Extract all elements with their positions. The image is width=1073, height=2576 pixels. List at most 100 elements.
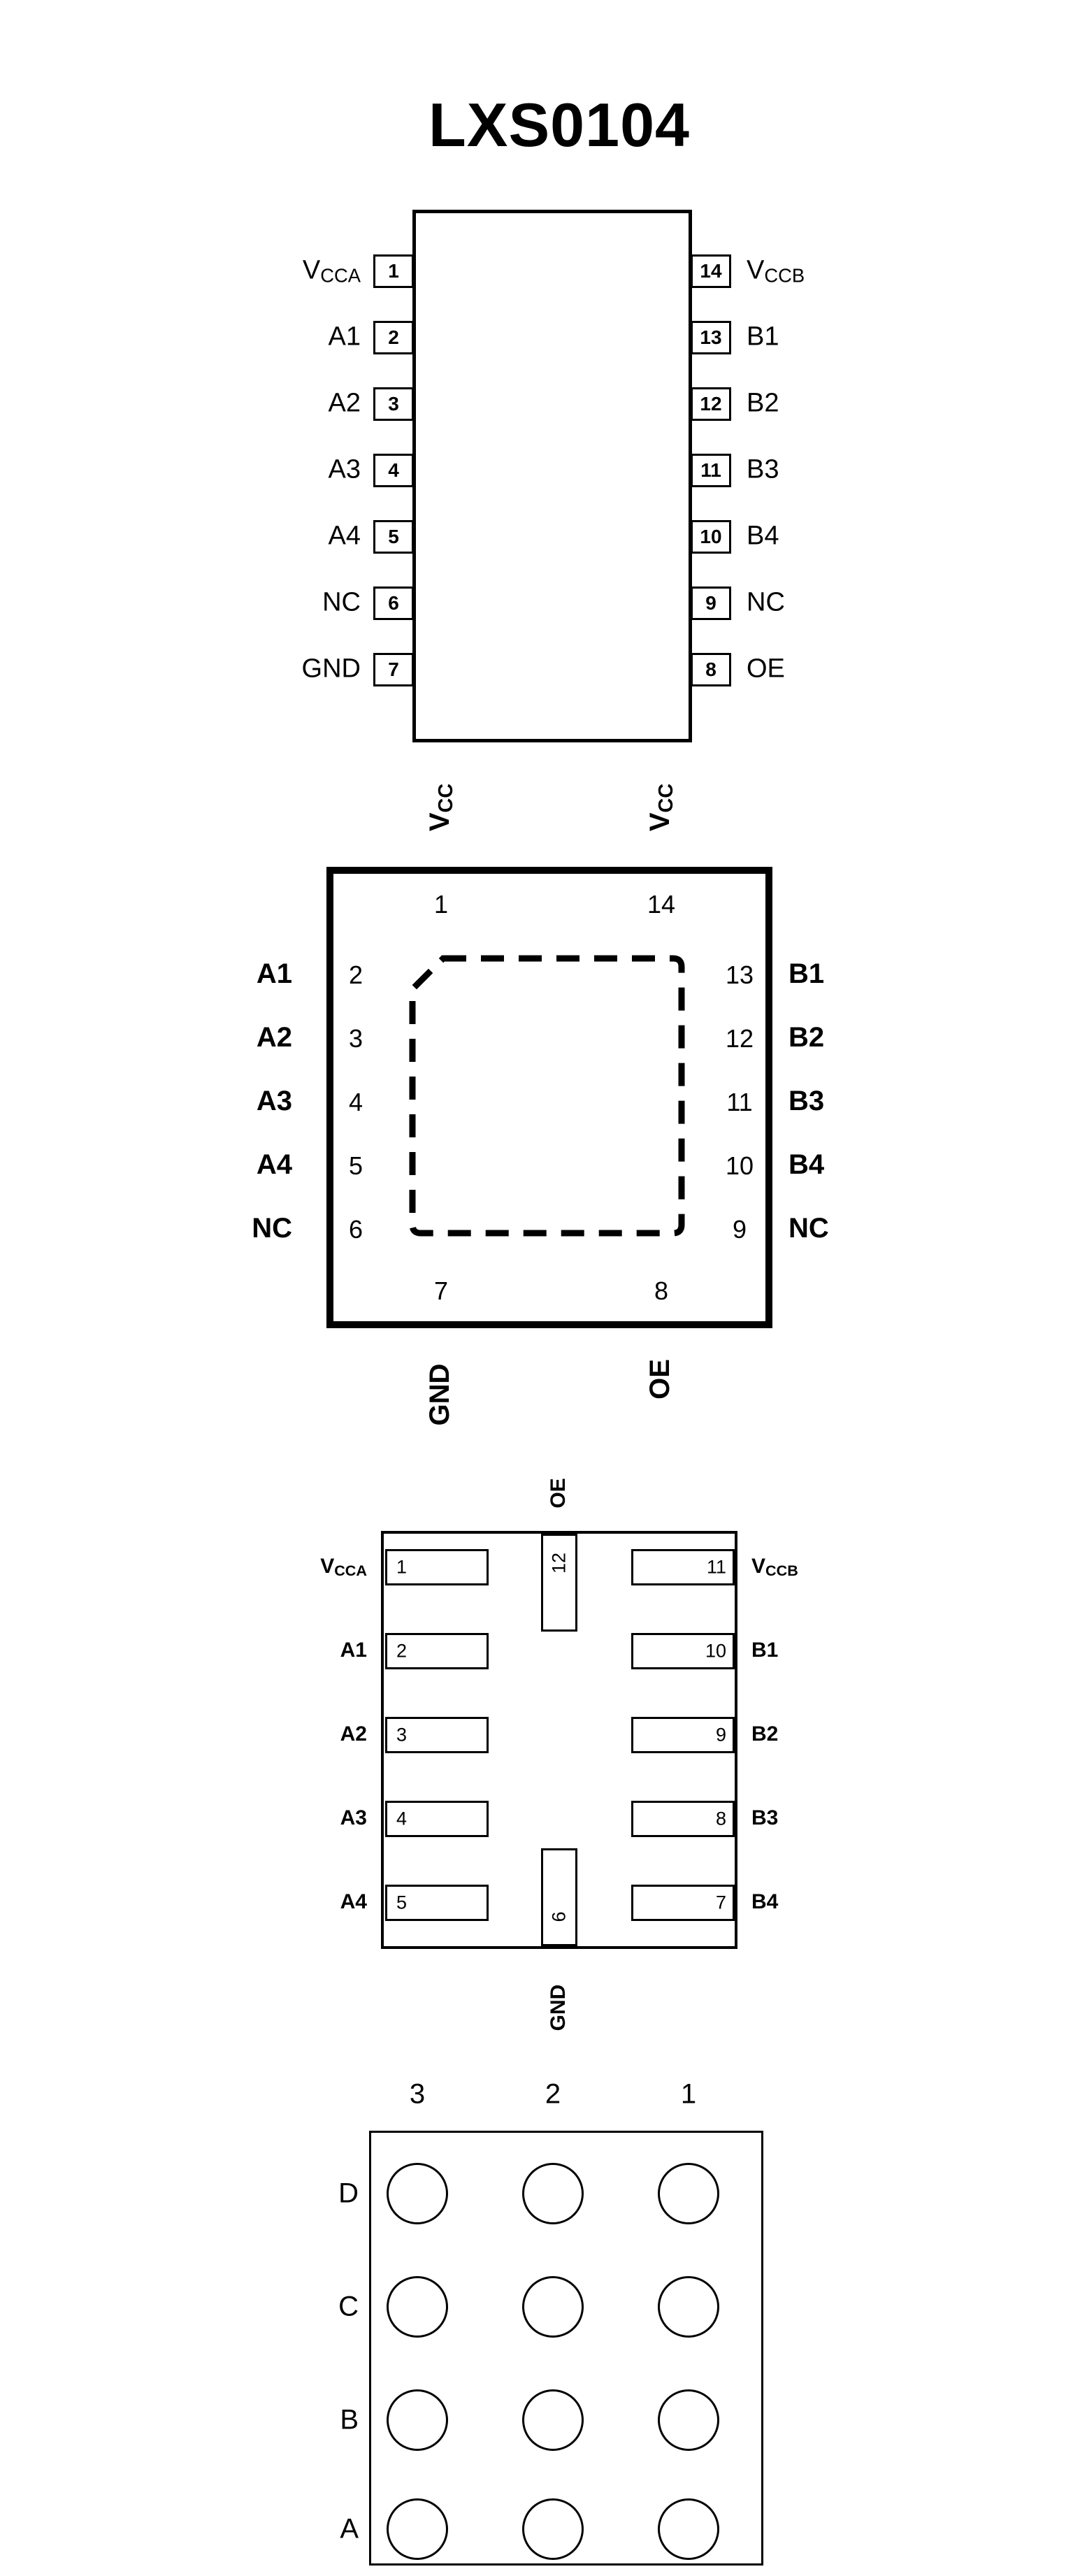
pin-number: 7 <box>433 1276 449 1305</box>
pin-name-base: NC <box>747 587 785 617</box>
qfn-package-body <box>326 867 772 1328</box>
pin-name-base: A2 <box>340 1722 367 1746</box>
pin-pad <box>541 1534 577 1632</box>
pin-number: 10 <box>705 1640 726 1662</box>
pin-name-label: VCC <box>644 784 678 831</box>
pin-name-label: VCCB <box>747 256 805 287</box>
row-label: C <box>338 2291 359 2322</box>
pin-pad <box>631 1885 735 1921</box>
pin-number: 2 <box>348 960 363 989</box>
pin-name-base: V <box>320 1555 335 1578</box>
pin-number: 10 <box>725 1151 754 1180</box>
ball <box>522 2276 584 2338</box>
pin-number-box: 12 <box>691 387 731 421</box>
pin-name-base: B4 <box>751 1890 779 1914</box>
pin-name-label: B2 <box>747 389 779 420</box>
pin-pad <box>541 1848 577 1946</box>
pin-name-sub: CCA <box>320 264 361 287</box>
pin-name-label: A2 <box>257 1022 292 1056</box>
pin-number: 2 <box>396 1640 408 1662</box>
pin-number-box: 3 <box>373 387 414 421</box>
pin-name-label: B2 <box>788 1022 824 1056</box>
pin-name-base: A2 <box>256 1021 292 1053</box>
pin-number: 8 <box>654 1276 669 1305</box>
pin-name-base: B4 <box>788 1149 825 1180</box>
pin-name-base: A3 <box>256 1085 292 1116</box>
son-package-body <box>381 1531 737 1949</box>
column-label: 3 <box>409 2078 426 2110</box>
ball <box>387 2498 448 2560</box>
pin-name-base: A3 <box>340 1806 367 1830</box>
pin-number: 3 <box>396 1724 408 1746</box>
pin-name-label: A2 <box>340 1722 367 1748</box>
pin-name-base: GND <box>424 1363 455 1426</box>
pin-number-box: 13 <box>691 321 731 354</box>
ball <box>387 2163 448 2224</box>
pin-number-box: 10 <box>691 520 731 554</box>
pin-name-label: NC <box>788 1213 829 1246</box>
pin-pad <box>631 1633 735 1669</box>
pin-name-label: A3 <box>329 455 361 487</box>
pin-name-label: VCCA <box>320 1555 367 1580</box>
pin-name-label: A1 <box>329 322 361 354</box>
pin-name-label: B4 <box>747 521 779 553</box>
pin-name-base: A4 <box>328 521 361 551</box>
pin-name-base: B1 <box>747 322 779 352</box>
pin-name-base: B4 <box>747 521 779 551</box>
ball <box>658 2389 719 2451</box>
pin-name-base: B1 <box>788 958 825 989</box>
ball <box>387 2276 448 2338</box>
pin-name-label: B4 <box>788 1149 824 1183</box>
pin-name-label: B3 <box>747 455 779 487</box>
pin-name-base: B3 <box>788 1085 825 1116</box>
pin-name-sub: CCA <box>334 1561 367 1579</box>
pin-name-base: V <box>747 255 765 285</box>
pin-pad <box>385 1801 489 1837</box>
pin-name-base: B2 <box>751 1722 779 1746</box>
pin-name-base: A4 <box>340 1890 367 1914</box>
pin-name-base: V <box>302 255 321 285</box>
pin-pad <box>385 1633 489 1669</box>
pin-number: 11 <box>706 1556 726 1578</box>
pin-name-base: OE <box>644 1359 675 1399</box>
pin-number-box: 11 <box>691 454 731 487</box>
pin-name-label: OE <box>644 1359 678 1399</box>
pin-name-label: B1 <box>751 1639 778 1664</box>
pin-number-box: 14 <box>691 254 731 288</box>
pin-number: 11 <box>726 1088 753 1116</box>
pin-name-label: GND <box>302 654 361 686</box>
pin-pad <box>385 1717 489 1753</box>
pin-number: 12 <box>548 1552 570 1574</box>
pin-number: 4 <box>396 1808 408 1829</box>
pin-name-label: B1 <box>788 958 824 992</box>
pin-number-box: 9 <box>691 587 731 620</box>
pin-name-label: A4 <box>329 521 361 553</box>
pin-name-base: V <box>751 1555 766 1578</box>
pin-name-base: NC <box>252 1212 292 1244</box>
pin-name-label: VCCA <box>303 256 361 287</box>
pin-number: 7 <box>715 1892 726 1913</box>
pin-name-sub: CC <box>655 783 678 813</box>
pin-name-base: OE <box>747 654 785 684</box>
ball <box>522 2498 584 2560</box>
pin-name-label: B1 <box>747 322 779 354</box>
pin-number: 9 <box>732 1215 747 1244</box>
pin-number: 14 <box>647 890 676 919</box>
pin-name-label: OE <box>547 1478 572 1508</box>
pin-name-label: A1 <box>257 958 292 992</box>
row-label: A <box>340 2513 359 2545</box>
pin-name-base: NC <box>788 1212 829 1244</box>
pin-pad <box>631 1549 735 1585</box>
column-label: 2 <box>545 2078 561 2110</box>
page-title: LXS0104 <box>429 90 690 159</box>
dip-package-body <box>412 210 692 742</box>
pin-number-box: 2 <box>373 321 414 354</box>
pin-number: 8 <box>715 1808 726 1829</box>
pin-number-box: 1 <box>373 254 414 288</box>
thermal-pad-dashed-path <box>409 955 685 1237</box>
pin-name-label: A1 <box>340 1639 367 1664</box>
thermal-pad-outline <box>409 955 685 1237</box>
pin-name-base: V <box>424 812 455 832</box>
pin-name-label: VCC <box>424 784 458 831</box>
pin-name-base: A1 <box>256 958 292 989</box>
